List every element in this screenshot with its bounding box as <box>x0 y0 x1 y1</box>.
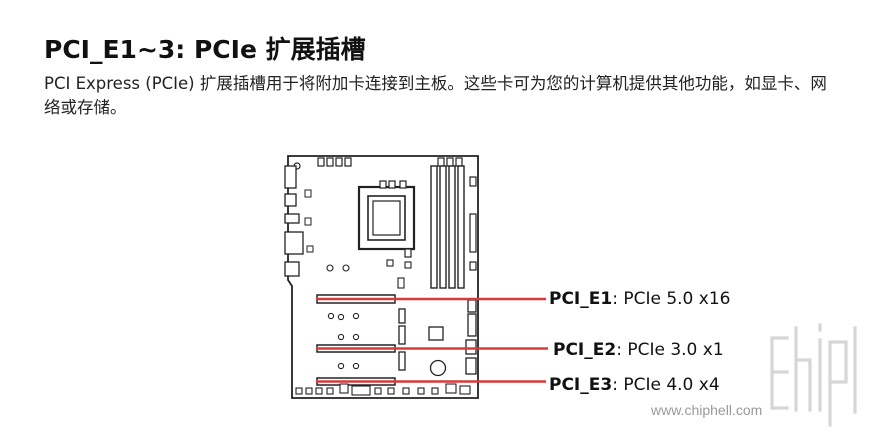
m2-standoffs <box>327 312 360 370</box>
slot-spec: : PCIe 4.0 x4 <box>612 375 720 395</box>
callout-pci-e1: PCI_E1: PCIe 5.0 x16 <box>549 289 730 309</box>
callout-pci-e3: PCI_E3: PCIe 4.0 x4 <box>549 375 720 395</box>
slot-name: PCI_E3 <box>549 375 613 395</box>
cpu-socket <box>357 180 416 258</box>
slot-name: PCI_E2 <box>553 340 617 360</box>
bottom-headers <box>295 383 471 396</box>
watermark-url: www.chiphell.com <box>651 402 763 418</box>
chiphell-logo <box>770 323 857 427</box>
right-edge-connectors <box>469 176 477 271</box>
rear-io-small-parts <box>304 189 314 253</box>
callout-lines <box>316 297 548 383</box>
slot-spec: : PCIe 3.0 x1 <box>616 340 724 360</box>
memory-slots <box>430 165 465 289</box>
slot-spec: : PCIe 5.0 x16 <box>612 289 731 309</box>
page-title: PCI_E1~3: PCIe 扩展插槽 <box>44 35 366 64</box>
chipset-area <box>398 299 477 377</box>
slot-name: PCI_E1 <box>549 289 613 309</box>
rear-io-panel <box>284 165 304 277</box>
callout-pci-e2: PCI_E2: PCIe 3.0 x1 <box>553 340 724 360</box>
mid-components <box>326 259 412 289</box>
section-description: PCI Express (PCIe) 扩展插槽用于将附加卡连接到主板。这些卡可为… <box>44 74 827 117</box>
